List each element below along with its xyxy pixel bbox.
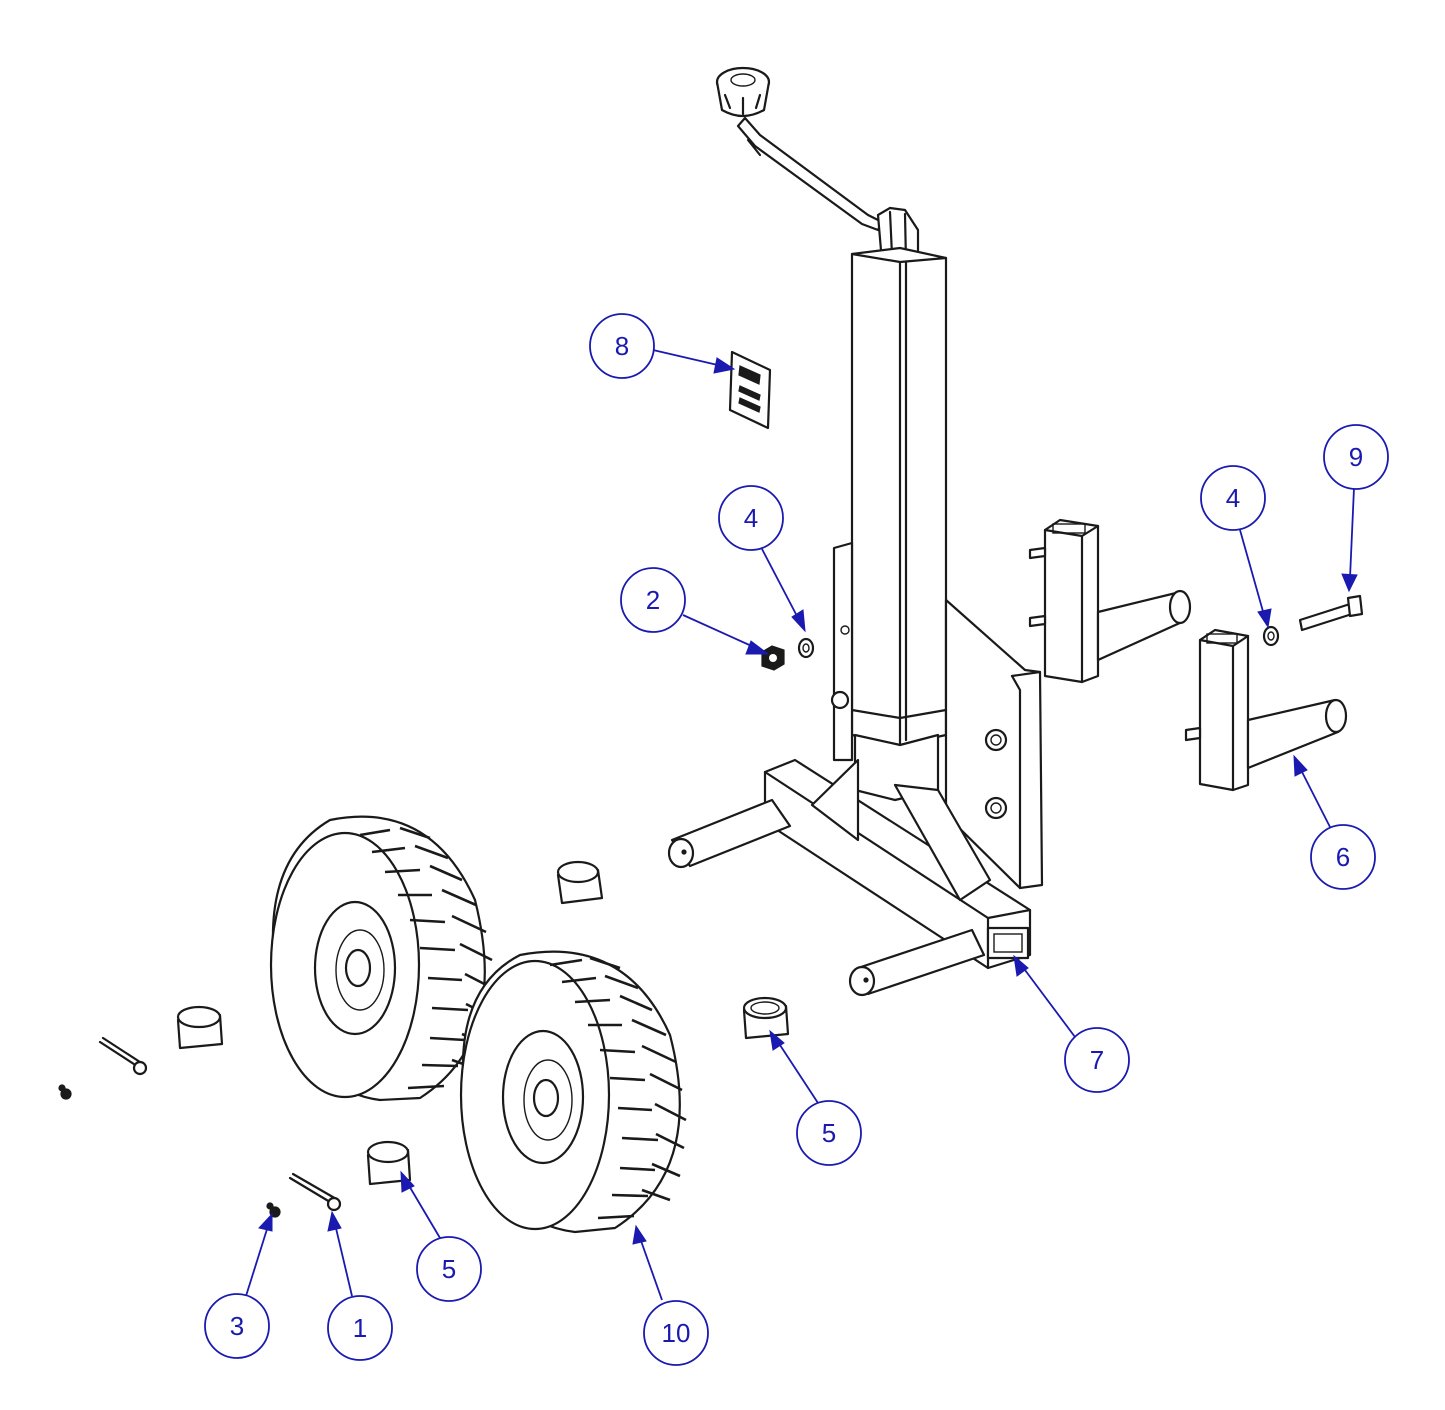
bushing-5-left — [366, 1140, 412, 1186]
wheel-front — [459, 950, 687, 1234]
jack-crank-handle — [736, 116, 884, 232]
callout-4b-label: 4 — [1226, 483, 1240, 513]
spindle-rear — [667, 798, 792, 869]
callout-4b: 4 — [1200, 465, 1266, 531]
washer-4-right — [1262, 625, 1280, 647]
callout-4a-label: 4 — [744, 503, 758, 533]
callout-1: 1 — [327, 1295, 393, 1361]
callout-3-label: 3 — [230, 1311, 244, 1341]
callout-3: 3 — [204, 1293, 270, 1359]
wheel-rear — [269, 815, 497, 1102]
nut-2 — [761, 645, 785, 671]
cap-3 — [266, 1202, 281, 1218]
callout-7-label: 7 — [1090, 1045, 1104, 1075]
spindle-front — [848, 928, 986, 997]
callout-2: 2 — [620, 567, 686, 633]
jack-mast — [850, 246, 948, 747]
callout-6: 6 — [1310, 824, 1376, 890]
bushing-5-top — [556, 860, 604, 905]
bushing-5-far — [176, 1005, 224, 1050]
cap-3-far — [58, 1084, 72, 1100]
cotter-pin-1-far — [98, 1036, 148, 1076]
callout-5a: 5 — [796, 1100, 862, 1166]
callout-8: 8 — [589, 313, 655, 379]
callout-10: 10 — [643, 1300, 709, 1366]
back-plate — [830, 541, 854, 762]
callout-7: 7 — [1064, 1027, 1130, 1093]
callout-8-label: 8 — [615, 331, 629, 361]
mount-plate — [944, 598, 1044, 890]
callout-4a: 4 — [718, 485, 784, 551]
callout-leaders — [245, 349, 1358, 1301]
callout-1-label: 1 — [353, 1313, 367, 1343]
frame-base — [763, 758, 1032, 970]
callout-9-label: 9 — [1349, 442, 1363, 472]
upright-bracket-rear — [1028, 518, 1192, 684]
callout-9: 9 — [1323, 424, 1389, 490]
handle-knob — [715, 66, 771, 118]
callout-10-label: 10 — [662, 1318, 691, 1348]
callout-2-label: 2 — [646, 585, 660, 615]
callout-6-label: 6 — [1336, 842, 1350, 872]
bolt-9 — [1298, 594, 1364, 632]
bushing-5-right — [742, 996, 790, 1040]
callout-5a-label: 5 — [822, 1118, 836, 1148]
callout-5b: 5 — [416, 1236, 482, 1302]
cotter-pin-1 — [288, 1172, 342, 1212]
callout-5b-label: 5 — [442, 1254, 456, 1284]
washer-4-left — [797, 637, 815, 659]
plate-bolt — [984, 728, 1008, 752]
plate-bolt — [984, 796, 1008, 820]
upright-bracket-front — [1184, 628, 1348, 792]
decal-8 — [728, 350, 772, 430]
